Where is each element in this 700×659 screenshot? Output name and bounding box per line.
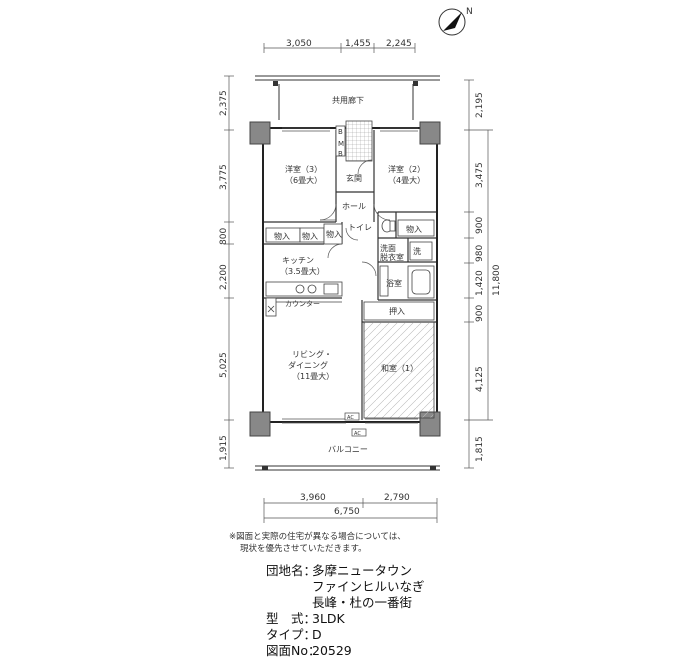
dim-left-2: 3,775 xyxy=(219,164,229,190)
washer-label: 洗 xyxy=(413,246,421,256)
western2-label: 洋室（2） xyxy=(388,164,425,174)
closet-label-4: 物入 xyxy=(406,224,422,234)
svg-text:M: M xyxy=(338,140,344,148)
dim-top-3: 2,245 xyxy=(386,39,412,49)
dim-bottom-2: 2,790 xyxy=(384,493,410,503)
svg-text:B: B xyxy=(338,128,343,136)
washroom2-label: 脱衣室 xyxy=(380,252,404,262)
type-row: 型 式：3LDK xyxy=(266,608,345,627)
dim-right-2: 3,475 xyxy=(475,162,485,188)
balcony-label: バルコニー xyxy=(328,445,368,454)
complex-row-3: 長峰・杜の一番街 xyxy=(312,592,412,611)
closet-label-3: 物入 xyxy=(326,229,342,239)
type-value: 3LDK xyxy=(312,611,345,626)
dim-right-1: 2,195 xyxy=(475,92,485,118)
room-labels: 洋室（3） （6畳大） 洋室（2） （4畳大） 玄関 ホール トイレ 洗面 脱衣… xyxy=(280,164,425,381)
kind-label: タイプ： xyxy=(266,627,317,642)
top-dimensions: 3,050 1,455 2,245 xyxy=(263,39,416,53)
living-label: リビング・ xyxy=(292,349,332,359)
washroom-fixtures xyxy=(379,241,435,299)
type-label: 型 式： xyxy=(266,611,317,626)
svg-text:AC: AC xyxy=(354,431,361,437)
japanese-label: 和室（1） xyxy=(381,363,418,373)
door-swings xyxy=(319,159,391,277)
svg-text:AC: AC xyxy=(347,415,354,421)
svg-text:N: N xyxy=(466,7,473,17)
common-corridor: 共用廊下 xyxy=(255,75,440,120)
complex-label: 団地名： xyxy=(266,563,317,578)
dim-top-2: 1,455 xyxy=(345,39,371,49)
bottom-dimensions: 3,960 2,790 6,750 xyxy=(263,493,438,523)
entrance-label: 玄関 xyxy=(346,173,362,183)
storage-closets xyxy=(265,219,435,321)
plan-info: ※図面と実際の住宅が異なる場合については、 現状を優先させていただきます。 団地… xyxy=(229,531,689,658)
toilet-fixture xyxy=(381,219,396,233)
note-line-1: ※図面と実際の住宅が異なる場合については、 xyxy=(229,532,406,542)
dim-right-total: 11,800 xyxy=(492,264,502,296)
closet-label-2: 物入 xyxy=(302,231,318,241)
washroom-label: 洗面 xyxy=(380,243,396,253)
bath-label: 浴室 xyxy=(386,278,402,288)
dim-left-1: 2,375 xyxy=(219,90,229,116)
balcony: バルコニー xyxy=(255,445,440,471)
disclaimer-note: ※図面と実際の住宅が異なる場合については、 現状を優先させていただきます。 xyxy=(229,531,689,555)
dim-right-8: 1,815 xyxy=(475,436,485,462)
north-arrow-icon: N xyxy=(438,7,473,36)
dim-right-7: 4,125 xyxy=(475,366,485,392)
living-size: （11畳大） xyxy=(292,371,334,381)
kind-row: タイプ：D xyxy=(266,624,322,643)
windows xyxy=(282,127,418,424)
dim-right-4: 980 xyxy=(475,245,485,262)
drawing-value: 20529 xyxy=(312,643,352,658)
kitchen-label: キッチン xyxy=(282,256,314,265)
closet-label-1: 物入 xyxy=(274,231,290,241)
complex-name-2: ファインヒルいなぎ xyxy=(312,579,425,594)
complex-row: 団地名：多摩ニュータウン xyxy=(266,560,412,579)
western2-size: （4畳大） xyxy=(388,175,425,185)
left-dimensions: 2,375 3,775 800 2,200 5,025 1,915 xyxy=(219,75,234,469)
dim-left-3: 800 xyxy=(219,228,229,245)
dim-left-5: 5,025 xyxy=(219,352,229,378)
dim-bottom-total: 6,750 xyxy=(334,507,360,517)
dim-left-6: 1,915 xyxy=(219,435,229,461)
tatami-area xyxy=(363,321,435,419)
complex-name-3: 長峰・杜の一番街 xyxy=(312,595,413,610)
complex-name-1: 多摩ニュータウン xyxy=(312,563,413,578)
western3-label: 洋室（3） xyxy=(285,164,322,174)
ac-units: AC AC xyxy=(344,412,367,437)
meter-box: B M B xyxy=(335,120,373,162)
kind-value: D xyxy=(312,627,322,642)
toilet-label: トイレ xyxy=(348,223,372,232)
right-dimensions: 2,195 3,475 900 980 1,420 900 4,125 1,81… xyxy=(464,79,502,469)
counter-label: カウンター xyxy=(285,299,320,308)
note-line-2: 現状を優先させていただきます。 xyxy=(240,544,367,554)
western3-size: （6畳大） xyxy=(285,175,322,185)
dim-top-1: 3,050 xyxy=(286,39,312,49)
dim-right-5: 1,420 xyxy=(475,270,485,296)
dim-right-6: 900 xyxy=(475,305,485,322)
dim-bottom-1: 3,960 xyxy=(300,493,326,503)
living-label-2: ダイニング xyxy=(288,360,328,370)
dim-right-3: 900 xyxy=(475,217,485,234)
dim-left-4: 2,200 xyxy=(219,264,229,290)
kitchen-counter xyxy=(265,281,343,317)
corridor-label: 共用廊下 xyxy=(332,95,364,105)
oshiire-label: 押入 xyxy=(389,306,405,316)
complex-row-2: ファインヒルいなぎ xyxy=(312,576,425,595)
svg-text:B: B xyxy=(338,150,343,158)
hall-label: ホール xyxy=(342,202,366,211)
kitchen-size: （3.5畳大） xyxy=(280,266,325,276)
